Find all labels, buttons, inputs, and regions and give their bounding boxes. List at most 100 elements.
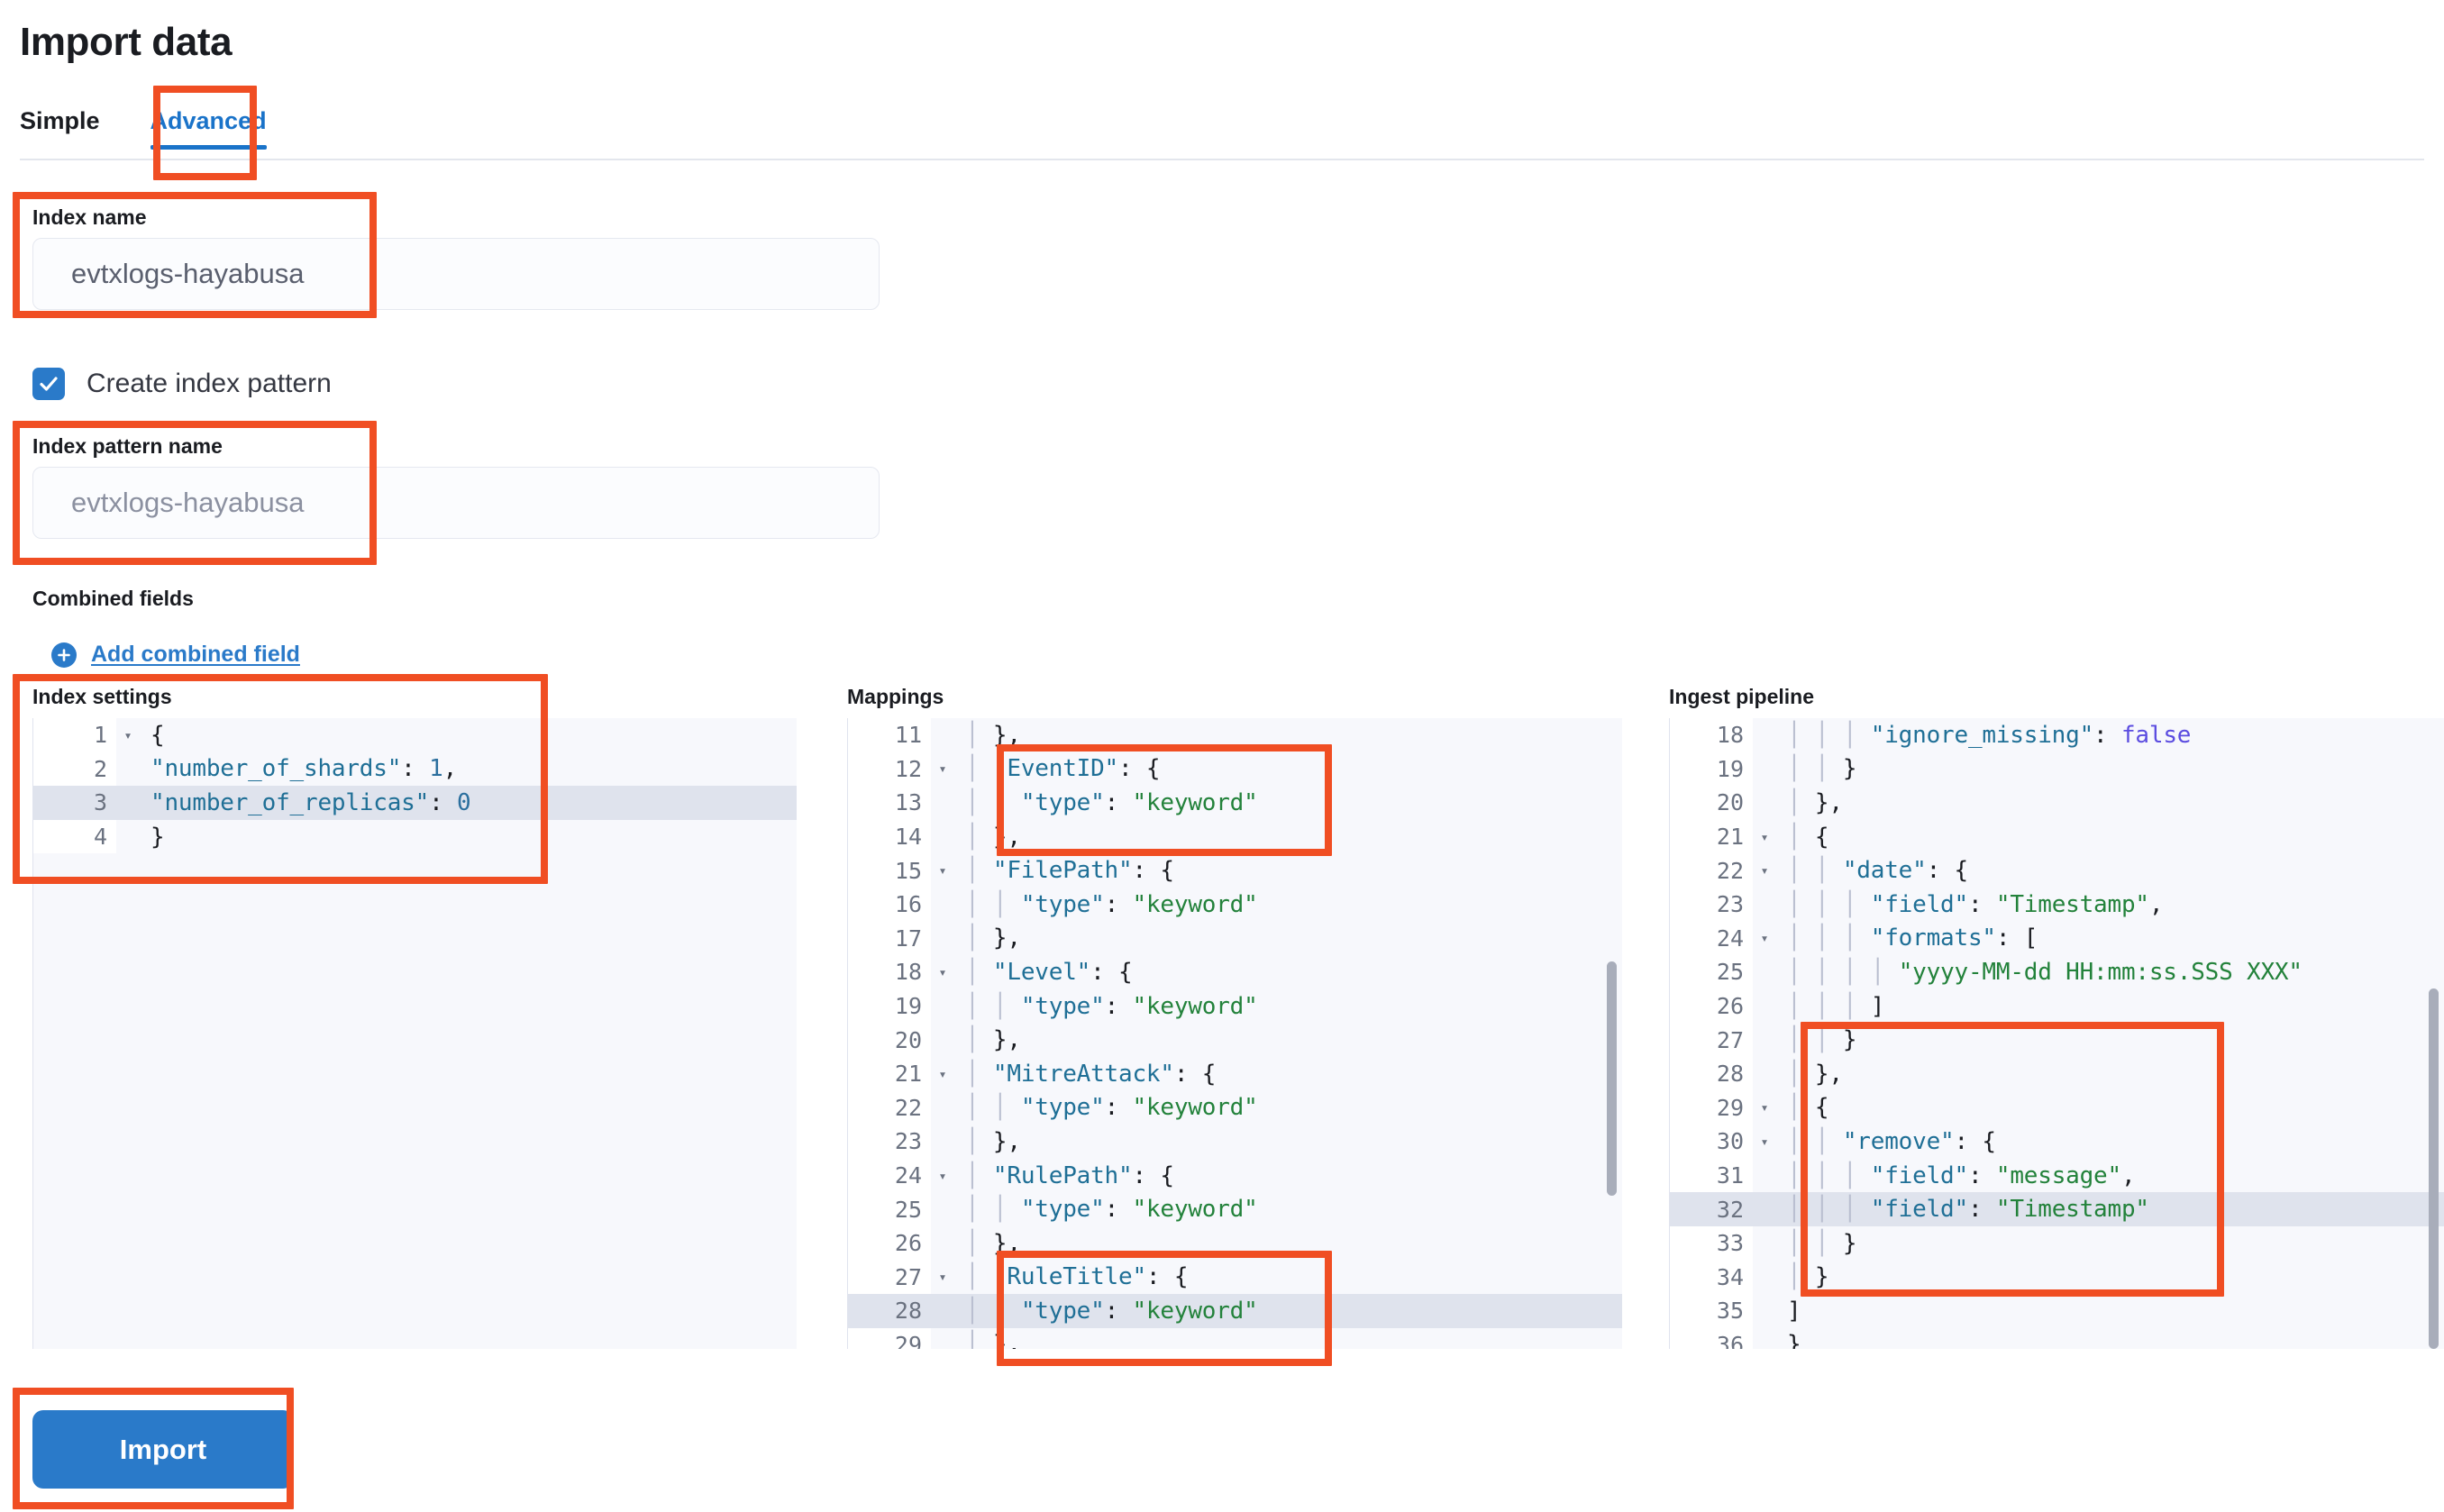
index-name-label: Index name xyxy=(32,205,147,229)
code-text: │ }, xyxy=(965,1026,1021,1054)
fold-caret-icon[interactable]: ▾ xyxy=(938,1065,947,1082)
code-line[interactable]: 16│ │ "type": "keyword" xyxy=(848,887,1622,922)
code-line[interactable]: 26│ │ │ ] xyxy=(1670,988,2444,1024)
code-line[interactable]: 23│ }, xyxy=(848,1125,1622,1159)
code-line[interactable]: 32│ │ │ "field": "Timestamp" xyxy=(1670,1192,2444,1226)
code-text: │ │ │ "field": "Timestamp", xyxy=(1787,890,2164,918)
tab-advanced[interactable]: Advanced xyxy=(125,95,292,150)
code-line[interactable]: 23│ │ │ "field": "Timestamp", xyxy=(1670,887,2444,922)
code-text: │ │ } xyxy=(1787,1026,1857,1054)
mappings-editor[interactable]: 11│ },12▾│ "EventID": {13│ │ "type": "ke… xyxy=(847,718,1622,1349)
code-line[interactable]: 20│ }, xyxy=(848,1023,1622,1057)
code-text: │ │ "date": { xyxy=(1787,857,1968,885)
code-text: │ { xyxy=(1787,1094,1829,1122)
code-line[interactable]: 28│ │ "type": "keyword" xyxy=(848,1294,1622,1328)
code-line[interactable]: 24▾│ │ │ "formats": [ xyxy=(1670,921,2444,956)
code-line[interactable]: 22│ │ "type": "keyword" xyxy=(848,1090,1622,1125)
code-line[interactable]: 30▾│ │ "remove": { xyxy=(1670,1125,2444,1159)
line-number: 15▾ xyxy=(848,853,947,888)
code-text: │ │ "type": "keyword" xyxy=(965,890,1258,918)
code-line[interactable]: 27 │ │ } xyxy=(1670,1023,2444,1057)
line-number: 26 xyxy=(1670,988,1753,1024)
code-text: │ "Level": { xyxy=(965,958,1133,986)
line-number: 17 xyxy=(848,921,931,956)
code-line[interactable]: 18▾│ "Level": { xyxy=(848,955,1622,989)
code-line[interactable]: 26│ }, xyxy=(848,1225,1622,1261)
code-line[interactable]: 19│ │ "type": "keyword" xyxy=(848,988,1622,1024)
ingest-pipeline-scrollbar[interactable] xyxy=(2429,988,2439,1349)
index-name-input[interactable]: evtxlogs-hayabusa xyxy=(32,238,880,310)
import-button[interactable]: Import xyxy=(32,1410,294,1489)
code-line[interactable]: 21▾│ "MitreAttack": { xyxy=(848,1056,1622,1091)
code-line[interactable]: 19│ │ } xyxy=(1670,751,2444,787)
line-number: 24▾ xyxy=(1670,921,1769,956)
code-text: │ │ } xyxy=(1787,755,1857,783)
line-number: 23 xyxy=(848,1125,931,1159)
line-number: 32 xyxy=(1670,1192,1753,1226)
fold-caret-icon[interactable]: ▾ xyxy=(1760,828,1769,845)
code-line[interactable]: 33│ │ } xyxy=(1670,1225,2444,1261)
code-line[interactable]: 3 "number_of_replicas": 0 xyxy=(33,786,797,820)
line-number: 14 xyxy=(848,819,931,854)
fold-caret-icon[interactable]: ▾ xyxy=(938,963,947,980)
line-number: 27 xyxy=(1670,1023,1753,1057)
code-text: │ │ "remove": { xyxy=(1787,1127,1996,1155)
fold-caret-icon[interactable]: ▾ xyxy=(1760,862,1769,879)
fold-caret-icon[interactable]: ▾ xyxy=(123,726,132,743)
code-line[interactable]: 29│ }, xyxy=(848,1327,1622,1349)
fold-caret-icon[interactable]: ▾ xyxy=(1760,1133,1769,1150)
code-line[interactable]: 27▾│ "RuleTitle": { xyxy=(848,1260,1622,1295)
line-number: 19 xyxy=(848,988,931,1024)
code-line[interactable]: 12▾│ "EventID": { xyxy=(848,751,1622,787)
line-number: 20 xyxy=(1670,786,1753,820)
line-number: 35 xyxy=(1670,1294,1753,1328)
line-number: 13 xyxy=(848,786,931,820)
code-line[interactable]: 4} xyxy=(33,819,797,854)
code-line[interactable]: 13│ │ "type": "keyword" xyxy=(848,786,1622,820)
fold-caret-icon[interactable]: ▾ xyxy=(1760,930,1769,947)
code-text: ] xyxy=(1787,1297,1801,1325)
code-line[interactable]: 35] xyxy=(1670,1294,2444,1328)
mappings-scrollbar[interactable] xyxy=(1607,961,1617,1196)
code-text: } xyxy=(150,823,165,851)
code-line[interactable]: 22▾│ │ "date": { xyxy=(1670,853,2444,888)
code-line[interactable]: 34│ } xyxy=(1670,1260,2444,1295)
fold-caret-icon[interactable]: ▾ xyxy=(938,1269,947,1286)
mappings-title: Mappings xyxy=(847,685,944,708)
code-line[interactable]: 29▾ │ { xyxy=(1670,1090,2444,1125)
line-number: 24▾ xyxy=(848,1158,947,1193)
index-pattern-name-label: Index pattern name xyxy=(32,434,223,458)
code-line[interactable]: 36} xyxy=(1670,1327,2444,1349)
line-number: 4 xyxy=(33,819,116,854)
create-index-pattern-row[interactable]: Create index pattern xyxy=(32,368,332,400)
fold-caret-icon[interactable]: ▾ xyxy=(938,761,947,778)
code-line[interactable]: 31│ │ │ "field": "message", xyxy=(1670,1158,2444,1193)
code-line[interactable]: 17│ }, xyxy=(848,921,1622,956)
code-line[interactable]: 11│ }, xyxy=(848,718,1622,752)
code-line[interactable]: 20 │ }, xyxy=(1670,786,2444,820)
create-index-pattern-checkbox[interactable] xyxy=(32,368,65,400)
code-line[interactable]: 25│ │ │ │ "yyyy-MM-dd HH:mm:ss.SSS XXX" xyxy=(1670,955,2444,989)
index-pattern-name-input[interactable]: evtxlogs-hayabusa xyxy=(32,467,880,539)
code-line[interactable]: 28│ }, xyxy=(1670,1056,2444,1091)
code-line[interactable]: 24▾ │ "RulePath": { xyxy=(848,1158,1622,1193)
fold-caret-icon[interactable]: ▾ xyxy=(938,1167,947,1184)
code-line[interactable]: 25│ │ "type": "keyword" xyxy=(848,1192,1622,1226)
code-text: │ │ "type": "keyword" xyxy=(965,1297,1258,1325)
code-line[interactable]: 15▾│ "FilePath": { xyxy=(848,853,1622,888)
fold-caret-icon[interactable]: ▾ xyxy=(1760,1099,1769,1116)
code-line[interactable]: 14│ }, xyxy=(848,819,1622,854)
code-text: │ "RulePath": { xyxy=(965,1161,1174,1189)
index-settings-editor[interactable]: 1▾{2 "number_of_shards": 1,3 "number_of_… xyxy=(32,718,797,1349)
tab-simple[interactable]: Simple xyxy=(20,107,100,134)
code-line[interactable]: 21▾│ { xyxy=(1670,819,2444,854)
fold-caret-icon[interactable]: ▾ xyxy=(938,862,947,879)
code-line[interactable]: 18│ │ │ "ignore_missing": false xyxy=(1670,718,2444,752)
code-text: │ }, xyxy=(1787,788,1843,816)
add-combined-field-button[interactable]: Add combined field xyxy=(51,642,300,668)
line-number: 3 xyxy=(33,786,116,820)
code-line[interactable]: 2 "number_of_shards": 1, xyxy=(33,751,797,787)
code-line[interactable]: 1▾{ xyxy=(33,718,797,752)
line-number: 29▾ xyxy=(1670,1090,1769,1125)
